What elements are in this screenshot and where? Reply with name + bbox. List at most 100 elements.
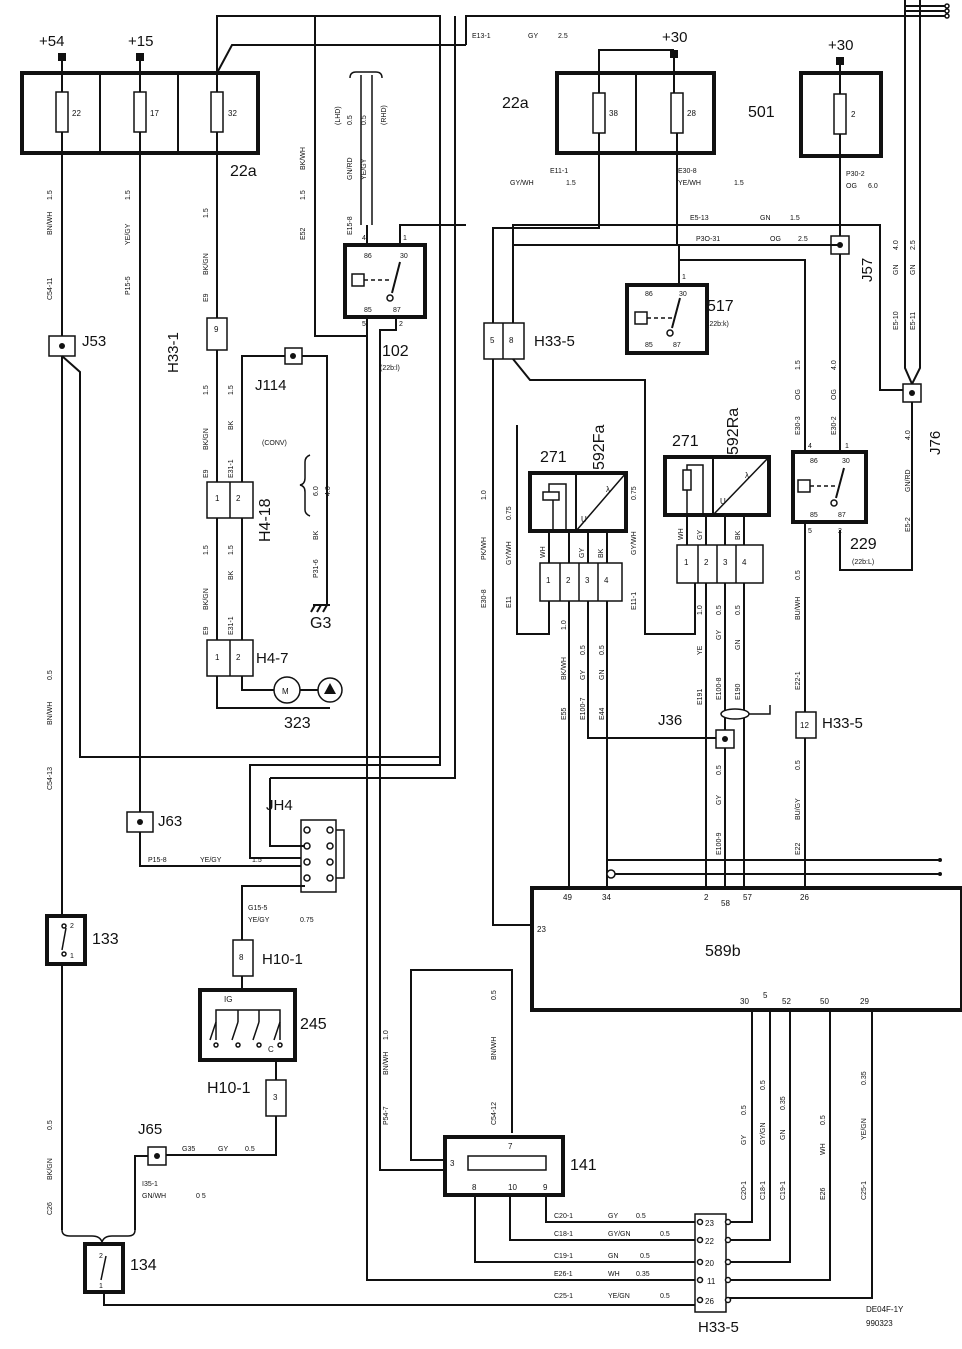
wire-label: OG [795,389,802,400]
wire-label: 1.5 [734,180,744,187]
wire-label: C25-1 [554,1293,573,1300]
wire-label: 1.5 [203,208,210,218]
wire-label: 1 [845,443,849,450]
supply-plus30-b: +30 [828,37,853,54]
wire-label: E11-1 [631,592,638,610]
ground-g3: G3 [310,615,331,632]
wire-label: 1 [215,653,220,662]
wire-label: E5-2 [905,517,912,532]
wire-label: GN [608,1253,619,1260]
wire-label: GY [218,1146,228,1153]
wire-label: GY/WH [631,531,638,555]
wire-label: 30 [842,458,850,465]
wire-label: 0.5 [636,1213,646,1220]
wire-label: 8 [509,336,514,345]
wire-label: I35-1 [142,1181,158,1188]
wire-label: C54-11 [47,277,54,300]
wire-label: 1.5 [300,190,307,200]
wire-label: E26 [820,1187,827,1200]
sensor-592ra [663,455,771,517]
wire-label: P15-5 [125,276,132,295]
wire-label: 4 [362,235,366,242]
wire-label: 4 [604,576,609,585]
wire-label: 87 [673,342,681,349]
wire-label: (CONV) [262,440,287,447]
wire-label: E55 [561,707,568,720]
wire-label: 8 [472,1183,477,1192]
wire-label: 1 [682,274,686,281]
wire-label: E30-8 [678,168,697,175]
wire-label: 2 [236,494,241,503]
label-102: 102 [382,343,409,360]
supply-plus30-a: +30 [662,29,687,46]
switch-133 [45,914,87,966]
wire-label: 7 [508,1142,513,1151]
wire-label: 5 [490,336,495,345]
label-323: 323 [284,715,311,732]
wire-label: BN/WH [47,702,54,725]
wire-label: E100-7 [580,697,587,720]
wire-label: 3 [450,1159,455,1168]
label-22a-left: 22a [230,163,257,180]
wire-label: 5 [763,991,768,1000]
wire-label: IG [224,995,232,1004]
wire-label: 6.0 [868,183,878,190]
wire-label: 20 [705,1259,714,1268]
wire-label: 0.5 [716,605,723,615]
wire-label: (22b:k) [707,321,729,328]
wire-label: 1.5 [795,360,802,370]
wire-label: PK/WH [481,537,488,560]
label-j114: J114 [255,377,286,394]
wire-label: 0.5 [741,1105,748,1115]
wire-label: 85 [364,307,372,314]
wire-label: 4 [742,558,747,567]
wire-label: (22b:l) [380,365,400,372]
wire-label: GY [580,670,587,680]
wire-label: 5 [808,528,812,535]
wire-label: GN [599,670,606,681]
wire-label: 2 [70,923,74,930]
wire-label: 0.75 [631,486,638,500]
wire-label: GN [760,215,771,222]
wire-label: BK [228,570,235,580]
wire-label: GY/WH [506,541,513,565]
wire-label: 5 [362,321,366,328]
wire-label: 0.5 [735,605,742,615]
wire-label: C25-1 [861,1181,868,1200]
wire-label: 86 [364,253,372,260]
wire-label: OG [846,183,857,190]
wire-label: 2 [399,321,403,328]
label-501: 501 [748,104,775,121]
wire-label: BK/GN [203,253,210,275]
wire-label: E52 [300,227,307,240]
wire-label: 0.5 [660,1293,670,1300]
wire-label: 1.5 [566,180,576,187]
wire-label: 1.5 [228,385,235,395]
label-j65: J65 [138,1121,162,1138]
fuse-17: 17 [150,109,159,118]
wire-label: 22 [705,1237,714,1246]
wire-label: 1.5 [252,857,262,864]
diagram-date: 990323 [866,1319,893,1328]
wire-label: BU/GY [795,798,802,820]
wire-label: 0.35 [861,1071,868,1085]
wire-label: BK/WH [300,147,307,170]
wire-label: C [268,1045,274,1054]
wire-label: 0.5 [760,1080,767,1090]
wire-label: GN/RD [347,157,354,180]
wire-label: 86 [645,291,653,298]
sensor-592fa [528,471,628,533]
wire-label: C18-1 [554,1231,573,1238]
wire-label: YE/GY [248,917,270,924]
supply-plus15: +15 [128,33,153,50]
wire-label: BK/WH [561,657,568,680]
wire-label: 52 [782,997,791,1006]
wire-label: BK [598,548,605,558]
wire-label: 30 [400,253,408,260]
wire-label: 23 [537,925,546,934]
label-j76: J76 [927,431,944,455]
label-245: 245 [300,1016,327,1033]
wire-label: GY [716,795,723,805]
wire-label: GN/WH [142,1193,166,1200]
